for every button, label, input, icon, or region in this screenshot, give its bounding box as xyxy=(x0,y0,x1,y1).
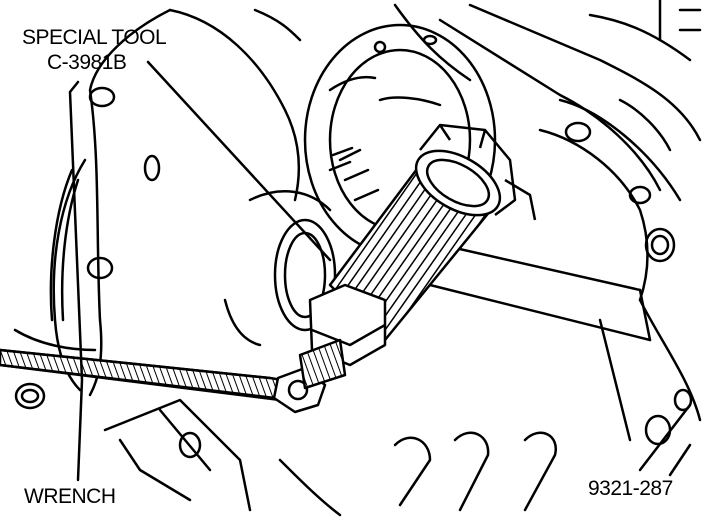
leader-special-tool xyxy=(146,60,332,262)
leader-figure xyxy=(668,443,692,477)
bolt-hole xyxy=(178,431,202,459)
bolt-hole xyxy=(644,227,676,263)
tool-thread xyxy=(298,338,347,390)
rib xyxy=(523,431,558,512)
special-tool xyxy=(298,123,537,390)
tool-end-cap xyxy=(414,149,502,217)
wrench-handle xyxy=(0,348,302,402)
figure-number: 9321-287 xyxy=(588,477,673,500)
wrench xyxy=(0,348,327,414)
bolt-hole xyxy=(673,388,693,412)
bolt-hole xyxy=(14,382,46,410)
rib xyxy=(393,436,432,507)
seal-bore xyxy=(273,218,337,332)
bolt-hole xyxy=(644,414,672,446)
bolt-hole xyxy=(143,154,161,182)
wrench-label: WRENCH xyxy=(24,485,116,508)
bolt-hole xyxy=(373,40,387,54)
special-tool-label: SPECIAL TOOL xyxy=(22,26,167,49)
rib xyxy=(453,431,490,512)
bolt-hole xyxy=(88,86,116,108)
special-tool-part-number: C-3981B xyxy=(47,51,127,74)
bolt-hole xyxy=(20,388,40,404)
bolt-hole xyxy=(422,34,438,46)
bolt-hole xyxy=(564,121,592,143)
tool-collar xyxy=(419,123,517,216)
bolt-hole xyxy=(628,185,652,205)
bolt-hole xyxy=(86,256,114,280)
bolt-hole xyxy=(650,234,670,256)
leader-wrench xyxy=(68,80,84,482)
